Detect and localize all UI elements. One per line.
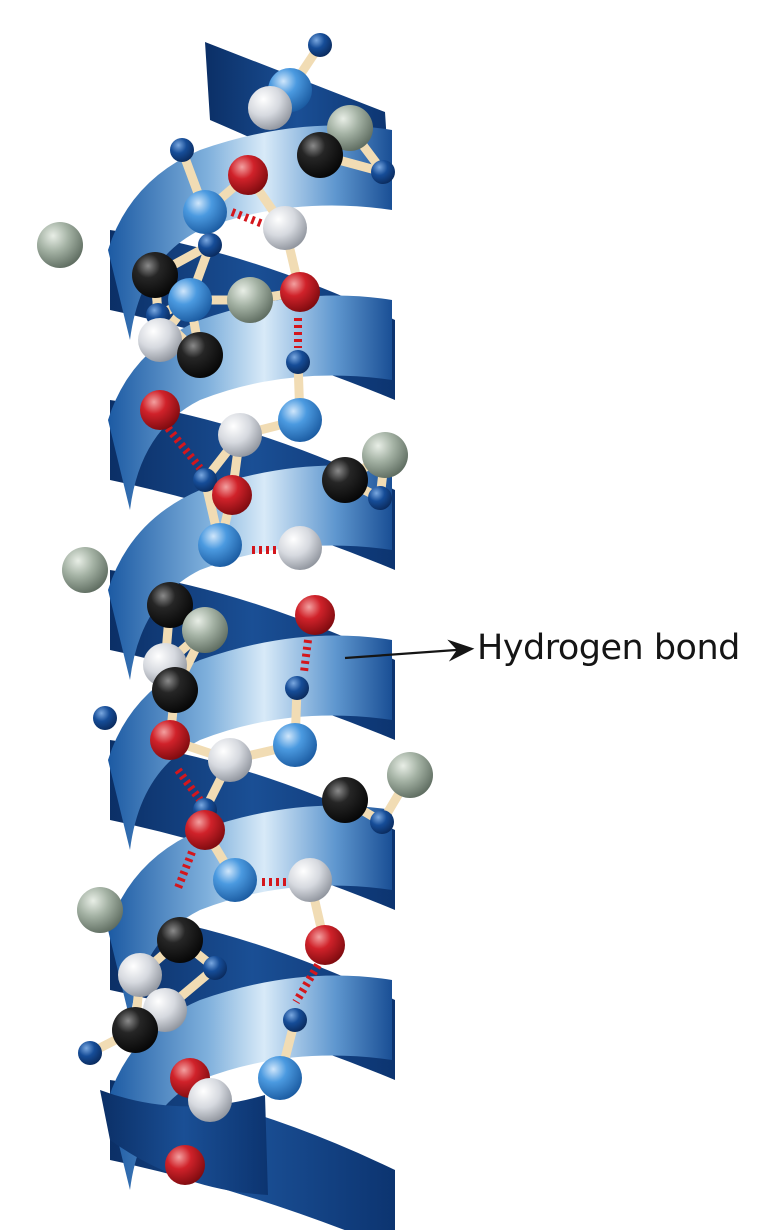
hydrogen-atom [283,1008,307,1032]
alpha-carbon-atom [322,777,368,823]
oxygen-atom [212,475,252,515]
nitrogen-atom [183,190,227,234]
side-chain-atom [77,887,123,933]
hydrogen-bond [164,425,204,471]
side-chain-atom [227,277,273,323]
ribbon-band-front [108,125,392,340]
alpha-carbon-atom [177,332,223,378]
alpha-carbon-atom [322,457,368,503]
oxygen-atom [140,390,180,430]
side-chain-atom [62,547,108,593]
alpha-carbon-atom [297,132,343,178]
hydrogen-atom [371,160,395,184]
hydrogen-bonds [164,208,322,1005]
ribbon-band-front [108,805,392,1020]
side-chain-atom [362,432,408,478]
carbonyl-carbon-atom [248,86,292,130]
ribbon-band-front [108,465,392,680]
carbonyl-carbon-atom [263,206,307,250]
ribbon-band-back [100,1090,268,1195]
atoms [37,33,433,1185]
side-chain-atom [387,752,433,798]
carbonyl-carbon-atom [278,526,322,570]
nitrogen-atom [213,858,257,902]
hydrogen-atom [203,956,227,980]
hydrogen-bond-label: Hydrogen bond [477,628,740,668]
hydrogen-bond [300,639,312,673]
hydrogen-atom [308,33,332,57]
hydrogen-bond-arrow [344,639,475,662]
alpha-carbon-atom [112,1007,158,1053]
side-chain-atom [37,222,83,268]
hydrogen-atom [93,706,117,730]
oxygen-atom [295,595,335,635]
carbonyl-carbon-atom [218,413,262,457]
alpha-carbon-atom [147,582,193,628]
carbonyl-carbon-atom [208,738,252,782]
carbonyl-carbon-atom [188,1078,232,1122]
hydrogen-atom [368,486,392,510]
nitrogen-atom [198,523,242,567]
oxygen-atom [165,1145,205,1185]
oxygen-atom [150,720,190,760]
nitrogen-atom [273,723,317,767]
alpha-carbon-atom [157,917,203,963]
nitrogen-atom [168,278,212,322]
hydrogen-atom [285,676,309,700]
hydrogen-atom [78,1041,102,1065]
hydrogen-atom [170,138,194,162]
side-chain-atom [182,607,228,653]
oxygen-atom [305,925,345,965]
hydrogen-atom [198,233,222,257]
hydrogen-atom [193,468,217,492]
carbonyl-carbon-atom [288,858,332,902]
oxygen-atom [228,155,268,195]
nitrogen-atom [278,398,322,442]
hydrogen-atom [370,810,394,834]
alpha-carbon-atom [132,252,178,298]
oxygen-atom [280,272,320,312]
hydrogen-bond [292,962,322,1005]
side-chain-atom [327,105,373,151]
hydrogen-atom [286,350,310,374]
oxygen-atom [185,810,225,850]
ribbon-band-front [108,975,392,1190]
alpha-carbon-atom [152,667,198,713]
helix-ribbon [100,42,395,1230]
carbonyl-carbon-atom [138,318,182,362]
carbonyl-carbon-atom [118,953,162,997]
nitrogen-atom [258,1056,302,1100]
